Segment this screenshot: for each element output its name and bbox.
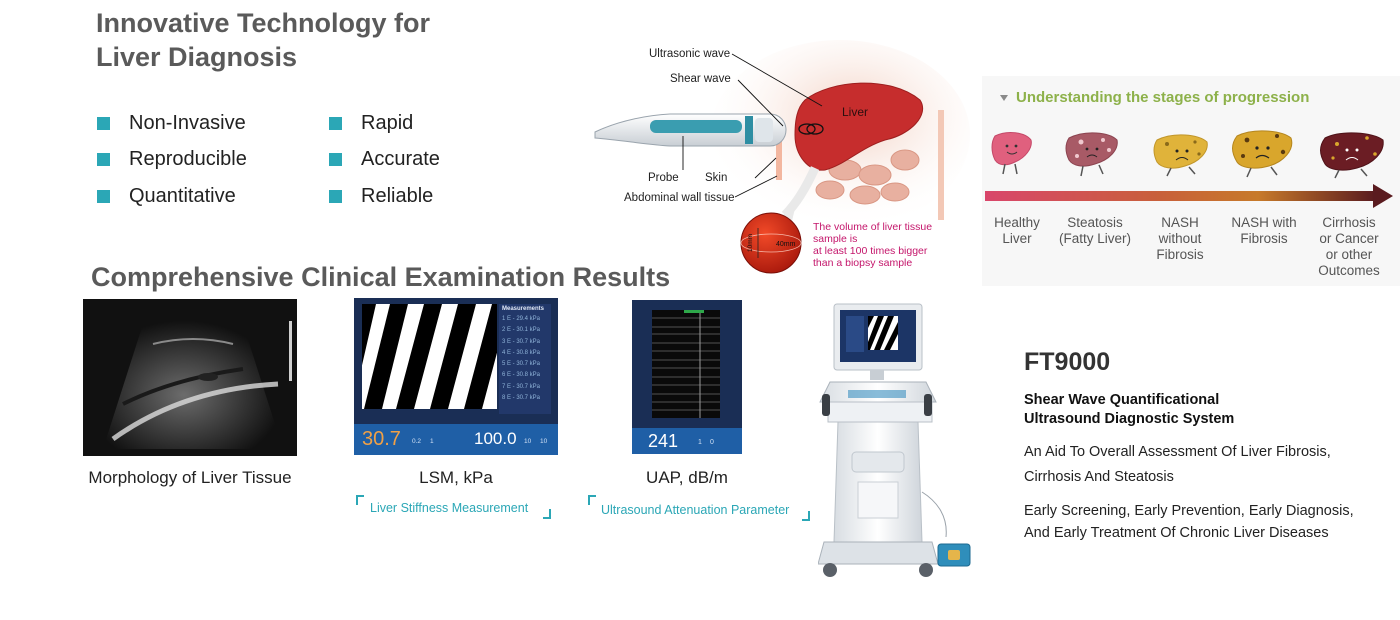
volume-note: The volume of liver tissue sample is at … xyxy=(813,221,933,269)
lsm-readout-bar: 30.7 0.2 1 100.0 10 10 xyxy=(354,424,558,455)
liver-probe-diagram: Liver 40mm 10mm xyxy=(594,40,970,274)
bullet-square-icon xyxy=(329,153,342,166)
measurement-row: 2 E - 30.1 kPa xyxy=(502,327,541,334)
measurement-row: 5 E - 30.7 kPa xyxy=(502,361,541,368)
triangle-down-icon xyxy=(1000,94,1008,101)
bullet-square-icon xyxy=(329,189,342,203)
lsm-small-d: 10 xyxy=(540,438,548,445)
bullet-square-icon xyxy=(97,116,110,130)
sphere-height-label: 10mm xyxy=(747,234,754,252)
ultrasonic-wave-label: Ultrasonic wave xyxy=(649,48,731,60)
uap-readout-bar: 241 1 0 xyxy=(632,428,742,454)
feature-item: Rapid xyxy=(329,110,440,136)
lsm-small-b: 1 xyxy=(430,438,434,445)
ft9000-device-image xyxy=(818,303,971,577)
measurement-row: 1 E - 29.4 kPa xyxy=(502,316,541,322)
measurement-row: 3 E - 30.7 kPa xyxy=(502,338,541,345)
measurements-header: Measurements xyxy=(502,306,545,312)
abdominal-wall-label: Abdominal wall tissue xyxy=(624,192,735,204)
feature-item: Quantitative xyxy=(97,183,247,209)
hero-title-line1: Innovative Technology for xyxy=(96,8,431,38)
nash-fibrosis-liver-icon xyxy=(1232,130,1293,178)
measurement-row: 6 E - 30.8 kPa xyxy=(502,372,541,379)
measurement-row: 7 E - 30.7 kPa xyxy=(502,383,541,390)
product-name: Shear Wave Quantificational Ultrasound D… xyxy=(1024,392,1235,427)
exam-section-title: Comprehensive Clinical Examination Resul… xyxy=(91,262,671,292)
probe-icon xyxy=(594,113,787,147)
bullet-square-icon xyxy=(97,153,110,166)
lsm-small-c: 10 xyxy=(524,438,532,445)
callout-lines xyxy=(682,53,823,198)
sphere-width-label: 40mm xyxy=(776,241,796,248)
bracket-left-icon xyxy=(588,495,596,505)
uap-bracket-label: Ultrasound Attenuation Parameter xyxy=(601,503,790,517)
healthy-liver-icon xyxy=(991,132,1032,175)
lsm-caption: LSM, kPa xyxy=(419,468,493,487)
measurement-row: 8 E - 30.7 kPa xyxy=(502,395,541,402)
uap-small-a: 1 xyxy=(698,439,702,446)
features-right: Rapid Accurate Reliable xyxy=(329,110,440,209)
cirrhosis-liver-icon xyxy=(1320,132,1384,179)
lsm-screen: Measurements 1 E - 29.4 kPa 2 E - 30.1 k… xyxy=(354,298,558,455)
bullet-square-icon xyxy=(329,116,342,130)
focus-oval xyxy=(798,123,816,135)
nash-liver-icon xyxy=(1153,134,1208,177)
measurement-row: 4 E - 30.8 kPa xyxy=(502,349,541,356)
probe-label: Probe xyxy=(648,172,679,184)
product-description-1: An Aid To Overall Assessment Of Liver Fi… xyxy=(1024,444,1331,485)
bullet-square-icon xyxy=(97,189,110,203)
morphology-ultrasound-image xyxy=(83,299,297,456)
progression-bar xyxy=(985,191,1375,201)
liver-label: Liver xyxy=(842,105,868,119)
attenuation-image xyxy=(652,310,720,418)
lsm-small-a: 0.2 xyxy=(412,438,422,445)
focus-oval xyxy=(806,123,824,135)
feature-item: Non-Invasive xyxy=(97,110,247,136)
morphology-caption: Morphology of Liver Tissue xyxy=(88,468,292,487)
lsm-value-left: 30.7 xyxy=(362,428,401,450)
shear-wave-label: Shear wave xyxy=(670,73,731,85)
features-left: Non-Invasive Reproducible Quantitative xyxy=(97,110,247,209)
measurements-table: Measurements 1 E - 29.4 kPa 2 E - 30.1 k… xyxy=(499,304,551,414)
liver-shape xyxy=(794,82,923,171)
progression-arrow-head xyxy=(1373,184,1393,208)
skin-label: Skin xyxy=(705,172,728,184)
skin-layer xyxy=(776,132,782,180)
lsm-value-right: 100.0 xyxy=(474,429,517,448)
bracket-right-icon xyxy=(802,511,810,521)
stages-heading: Understanding the stages of progression xyxy=(1000,89,1309,106)
feature-item: Reproducible xyxy=(97,147,247,173)
hero-title-line2: Liver Diagnosis xyxy=(96,42,298,72)
elastogram-image xyxy=(362,304,497,409)
uap-small-b: 0 xyxy=(710,439,714,446)
skin-layer-right xyxy=(938,110,944,220)
uap-value: 241 xyxy=(648,431,679,451)
stage-label-steatosis: Steatosis(Fatty Liver) xyxy=(1058,215,1131,246)
product-model: FT9000 xyxy=(1024,348,1111,376)
feature-item: Accurate xyxy=(329,147,440,173)
steatosis-liver-icon xyxy=(1065,132,1118,177)
uap-screen: 241 1 0 xyxy=(632,300,742,454)
bracket-right-icon xyxy=(543,509,551,519)
liver-stage-icons xyxy=(985,130,1393,208)
stages-panel xyxy=(982,76,1400,286)
product-description-2: Early Screening, Early Prevention, Early… xyxy=(1024,503,1354,541)
hero-title: Innovative Technology for Liver Diagnosi… xyxy=(96,6,430,74)
uap-caption: UAP, dB/m xyxy=(646,468,728,487)
bracket-left-icon xyxy=(356,495,364,505)
feature-item: Reliable xyxy=(329,183,440,209)
lsm-bracket-label: Liver Stiffness Measurement xyxy=(370,501,529,515)
